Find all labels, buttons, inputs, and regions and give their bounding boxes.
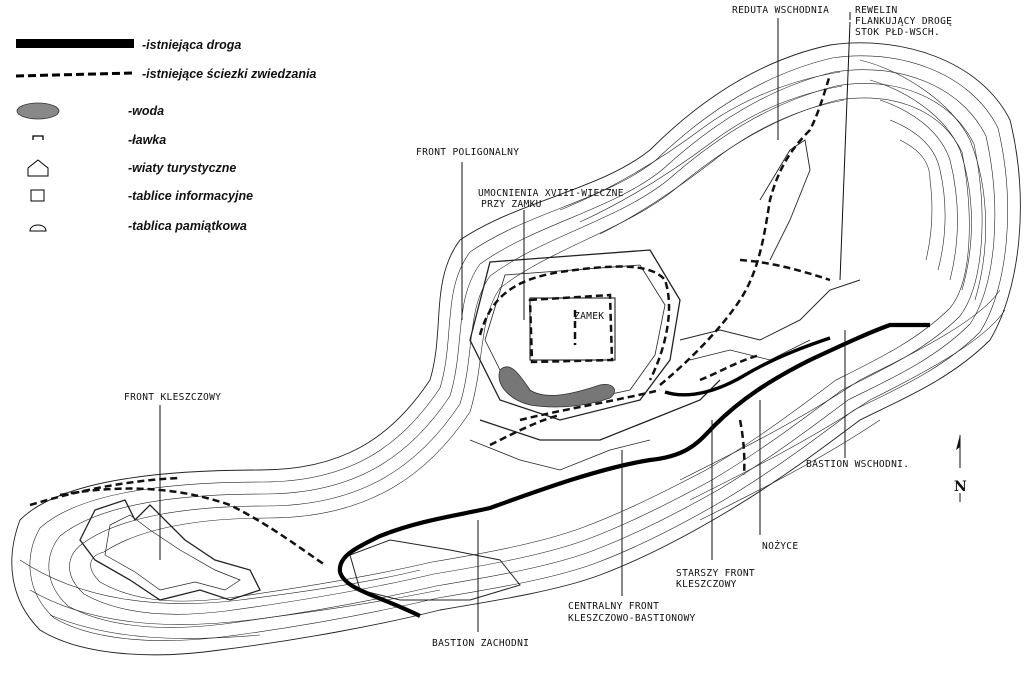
legend-road-symbol xyxy=(16,39,134,48)
legend-item-bench: -ławka xyxy=(32,133,166,147)
label-nozyce: NOŻYCE xyxy=(762,539,798,552)
north-arrow-icon xyxy=(956,435,960,450)
memorial-plaque-icon xyxy=(29,224,47,232)
label-umocnienia-1: UMOCNIENIA XVIII-WIECZNE xyxy=(478,188,624,199)
water-area xyxy=(498,366,615,408)
legend-item-memorial: -tablica pamiątkowa xyxy=(29,219,247,233)
front-kleszczowy-outline xyxy=(79,499,261,601)
hill-outline xyxy=(11,42,1021,656)
label-bastion-wschodni: BASTION WSCHODNI. xyxy=(806,459,909,470)
legend-item-shelter: -wiaty turystyczne xyxy=(27,159,236,177)
tourist-paths xyxy=(29,74,832,567)
north-arrow: N xyxy=(954,435,967,502)
label-rewelin-3: STOK PŁD-WSCH. xyxy=(855,27,940,38)
label-front-kleszczowy: FRONT KLESZCZOWY xyxy=(124,392,221,403)
bench-icon xyxy=(32,135,44,140)
label-centralny-front-1: CENTRALNY FRONT xyxy=(568,601,659,612)
legend-memorial-label: -tablica pamiątkowa xyxy=(128,219,247,233)
legend-item-road: -istniejąca droga xyxy=(16,38,241,52)
label-reduta-wschodnia: REDUTA WSCHODNIA xyxy=(732,5,829,16)
label-starszy-front-2: KLESZCZOWY xyxy=(676,579,737,590)
label-rewelin-2: FLANKUJĄCY DROGĘ xyxy=(855,16,952,27)
central-front-outline xyxy=(479,379,721,441)
label-bastion-zachodni: BASTION ZACHODNI xyxy=(432,638,529,649)
label-umocnienia-2: PRZY ZAMKU xyxy=(481,199,542,210)
castle-polygonal-front xyxy=(469,249,681,421)
legend-info-board-label: -tablice informacyjne xyxy=(128,189,253,203)
legend-road-label: -istniejąca droga xyxy=(142,38,241,52)
label-rewelin-1: REWELIN xyxy=(855,5,898,16)
legend-water-symbol xyxy=(16,102,60,120)
terrain-contours xyxy=(11,42,1021,656)
legend-shelter-label: -wiaty turystyczne xyxy=(128,161,236,175)
existing-road-branch xyxy=(664,336,831,397)
existing-road xyxy=(337,322,930,618)
legend-item-info-board: -tablice informacyjne xyxy=(30,189,253,203)
map-labels: REDUTA WSCHODNIA REWELIN FLANKUJĄCY DROG… xyxy=(124,5,952,649)
label-starszy-front-1: STARSZY FRONT xyxy=(676,568,755,579)
legend-bench-label: -ławka xyxy=(128,133,166,147)
legend-path-symbol xyxy=(15,71,135,78)
bastion-zachodni-outline xyxy=(349,539,521,601)
shelter-icon xyxy=(27,159,49,177)
legend: -istniejąca droga -istniejące ściezki zw… xyxy=(15,38,316,233)
label-centralny-front-2: KLESZCZOWO-BASTIONOWY xyxy=(568,613,696,624)
legend-item-water: -woda xyxy=(16,102,164,120)
info-board-icon xyxy=(30,189,45,202)
legend-water-label: -woda xyxy=(128,104,164,118)
legend-path-label: -istniejące ściezki zwiedzania xyxy=(142,67,316,81)
fortifications xyxy=(79,139,861,601)
label-front-poligonalny: FRONT POLIGONALNY xyxy=(416,147,519,158)
leader-lines xyxy=(159,12,851,632)
label-zamek: ZAMEK xyxy=(574,311,604,322)
legend-item-path: -istniejące ściezki zwiedzania xyxy=(15,67,316,81)
castle-keep xyxy=(529,297,616,361)
north-label: N xyxy=(954,479,967,495)
